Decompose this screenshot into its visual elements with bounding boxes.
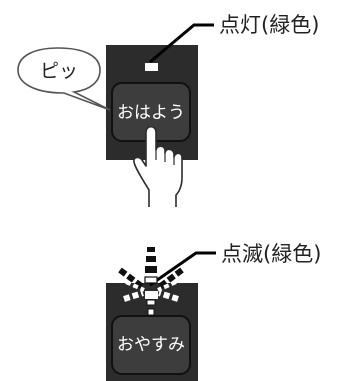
button-label-ohayou: おはよう xyxy=(117,103,185,123)
panel-blink: 点滅(緑色) おやすみ xyxy=(106,242,321,381)
blink-rays-icon xyxy=(118,247,184,324)
led-lamp-icon xyxy=(145,63,158,71)
button-oyasumi[interactable] xyxy=(111,315,191,375)
button-label-oyasumi: おやすみ xyxy=(117,335,185,355)
sound-text: ピッ xyxy=(40,60,78,82)
leader-line-bottom xyxy=(149,251,216,287)
leader-line-top xyxy=(149,23,214,64)
label-on: 点灯(緑色) xyxy=(219,13,319,37)
label-blink: 点滅(緑色) xyxy=(221,242,321,266)
hand-pointer-icon xyxy=(133,125,183,207)
speech-bubble xyxy=(17,47,111,111)
panel-on: 点灯(緑色) おはよう ピッ xyxy=(17,13,319,207)
led-lamp-blink xyxy=(145,291,158,299)
